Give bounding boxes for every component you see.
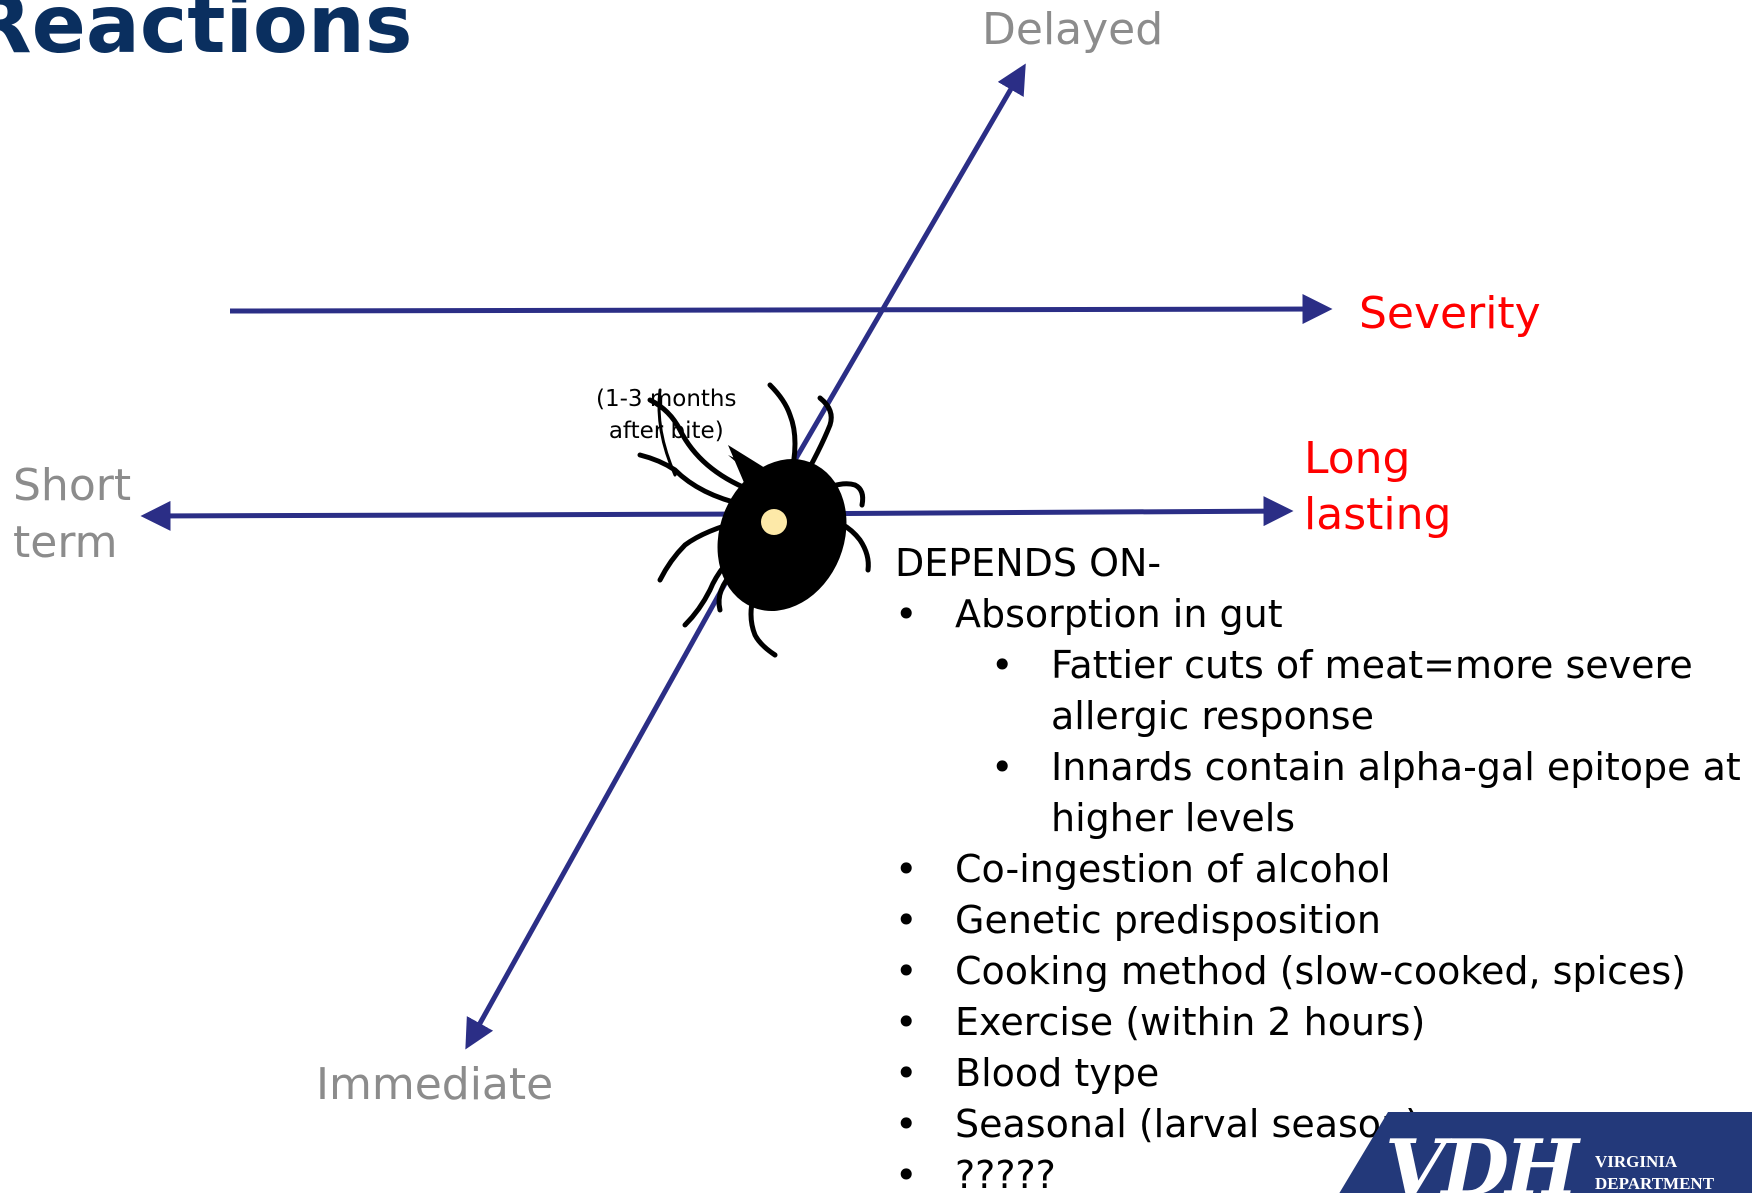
immediate-label: Immediate	[316, 1057, 553, 1112]
sub-list-item: • Innards contain alpha-gal epitope at h…	[895, 742, 1752, 844]
bullet-glyph: •	[991, 640, 1021, 691]
vdh-logo-line-2: DEPARTMENT	[1595, 1175, 1714, 1192]
delayed-axis-arrow	[770, 70, 1022, 503]
factor-list: • Absorption in gut • Fattier cuts of me…	[895, 589, 1752, 1193]
factor-text: Absorption in gut	[955, 592, 1283, 636]
short-term-axis-arrow	[148, 514, 760, 516]
long-lasting-label-line1: Long	[1304, 431, 1410, 486]
list-item: • Co-ingestion of alcohol	[895, 844, 1752, 895]
list-item: • Blood type	[895, 1048, 1752, 1099]
factor-text: Cooking method (slow-cooked, spices)	[955, 949, 1686, 993]
depends-on-heading: DEPENDS ON-	[895, 538, 1752, 589]
bullet-glyph: •	[991, 742, 1021, 793]
bullet-glyph: •	[895, 946, 925, 997]
vdh-logo-line-1: VIRGINIA	[1595, 1153, 1677, 1170]
list-item: • Exercise (within 2 hours)	[895, 997, 1752, 1048]
bullet-glyph: •	[895, 1048, 925, 1099]
vdh-logo-mark: VDH	[1385, 1130, 1575, 1193]
list-item: • Cooking method (slow-cooked, spices)	[895, 946, 1752, 997]
note-line-2: after bite)	[596, 415, 736, 447]
sub-factor-text: Innards contain alpha-gal epitope at hig…	[1051, 745, 1741, 840]
time-after-bite-note: (1-3 months after bite)	[596, 383, 736, 447]
bullet-glyph: •	[895, 1099, 925, 1150]
factor-text: Blood type	[955, 1051, 1159, 1095]
delayed-label: Delayed	[982, 2, 1163, 57]
bullet-glyph: •	[895, 1150, 925, 1193]
bullet-glyph: •	[895, 895, 925, 946]
bullet-glyph: •	[895, 844, 925, 895]
severity-label: Severity	[1359, 286, 1541, 341]
long-lasting-label-line2: lasting	[1304, 487, 1451, 542]
factor-text: Exercise (within 2 hours)	[955, 1000, 1425, 1044]
sub-factor-text: Fattier cuts of meat=more severe allergi…	[1051, 643, 1693, 738]
bullet-glyph: •	[895, 589, 925, 640]
factor-text: ?????	[955, 1153, 1056, 1193]
list-item: • Absorption in gut	[895, 589, 1752, 640]
factor-text: Genetic predisposition	[955, 898, 1381, 942]
list-item: • Genetic predisposition	[895, 895, 1752, 946]
bullet-glyph: •	[895, 997, 925, 1048]
note-line-1: (1-3 months	[596, 383, 736, 415]
sub-list-item: • Fattier cuts of meat=more severe aller…	[895, 640, 1752, 742]
short-term-label-line2: term	[13, 515, 118, 570]
depends-on-list: DEPENDS ON- • Absorption in gut • Fattie…	[895, 538, 1752, 1193]
short-term-label-line1: Short	[13, 458, 131, 513]
severity-axis-arrow	[230, 309, 1325, 311]
factor-text: Co-ingestion of alcohol	[955, 847, 1391, 891]
